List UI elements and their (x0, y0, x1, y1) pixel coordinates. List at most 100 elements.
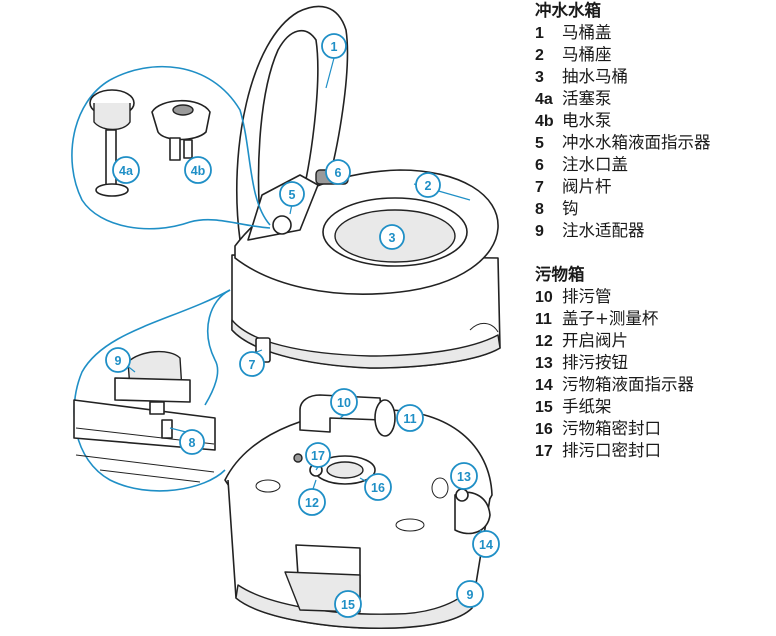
legend-item-label: 活塞泵 (562, 89, 612, 108)
callout-4b: 4b (184, 156, 212, 184)
legend-item-label: 盖子+测量杯 (562, 309, 659, 328)
legend-item-label: 手纸架 (562, 397, 612, 416)
legend-item-number: 9 (535, 223, 544, 240)
callout-12-label: 12 (305, 496, 319, 510)
callout-7: 7 (239, 351, 265, 377)
callout-1: 1 (321, 33, 347, 59)
legend-item-number: 10 (535, 289, 553, 306)
legend-item: 1 马桶盖 (535, 22, 773, 44)
callout-3: 3 (379, 224, 405, 250)
legend-item-label: 阀片杆 (562, 177, 612, 196)
legend-item-number: 7 (535, 179, 544, 196)
legend-item: 13 排污按钮 (535, 352, 773, 374)
legend-waste-tank-title: 污物箱 (535, 265, 585, 284)
legend-item-number: 17 (535, 443, 553, 460)
legend-item-label: 抽水马桶 (562, 67, 628, 86)
legend-item: 15 手纸架 (535, 396, 773, 418)
callout-9-tank: 9 (456, 580, 484, 608)
legend-item: 11 盖子+测量杯 (535, 308, 773, 330)
pump-detail-inset (71, 65, 271, 230)
legend-item-number: 6 (535, 157, 544, 174)
legend-item-number: 14 (535, 377, 553, 394)
legend-item: 9 注水适配器 (535, 220, 773, 242)
legend-item: 6 注水口盖 (535, 154, 773, 176)
callout-13-label: 13 (457, 470, 471, 484)
callout-9-label: 9 (115, 354, 122, 368)
legend-item-label: 污物箱密封口 (562, 419, 661, 438)
legend-item: 4a 活塞泵 (535, 88, 773, 110)
legend-item: 3 抽水马桶 (535, 66, 773, 88)
callout-11-label: 11 (403, 412, 416, 426)
callout-6: 6 (325, 159, 351, 185)
callout-17: 17 (305, 442, 331, 468)
legend-item: 14 污物箱液面指示器 (535, 374, 773, 396)
legend-item-label: 注水口盖 (562, 155, 628, 174)
callout-11: 11 (396, 404, 424, 432)
legend-flush-tank-title: 冲水水箱 (535, 1, 601, 20)
callout-1-label: 1 (331, 40, 338, 54)
legend-item-label: 注水适配器 (562, 221, 645, 240)
parts-legend: 冲水水箱 1 马桶盖 2 马桶座 3 抽水马桶 4a 活塞泵 4b 电水泵 5 冲水水箱液面… (535, 0, 773, 462)
legend-item-label: 电水泵 (562, 111, 612, 130)
callout-13: 13 (450, 462, 478, 490)
legend-item: 2 马桶座 (535, 44, 773, 66)
legend-item: 17 排污口密封口 (535, 440, 773, 462)
legend-item: 12 开启阀片 (535, 330, 773, 352)
legend-item: 16 污物箱密封口 (535, 418, 773, 440)
flush-tank-illustration (231, 5, 501, 369)
legend-item-label: 污物箱液面指示器 (562, 375, 694, 394)
legend-item-number: 8 (535, 201, 544, 218)
legend-item: 10 排污管 (535, 286, 773, 308)
legend-item-label: 排污按钮 (562, 353, 628, 372)
hook-detail-inset (73, 289, 231, 492)
legend-item-label: 马桶盖 (562, 23, 612, 42)
callout-10-label: 10 (337, 396, 351, 410)
legend-item-label: 开启阀片 (562, 331, 628, 350)
callout-2-label: 2 (425, 179, 432, 193)
waste-tank-illustration (224, 394, 493, 630)
callout-2: 2 (415, 172, 441, 198)
callout-16: 16 (364, 473, 392, 501)
callout-14: 14 (472, 530, 500, 558)
legend-item-number: 5 (535, 135, 544, 152)
legend-item-label: 马桶座 (562, 45, 612, 64)
callout-15: 15 (334, 590, 362, 618)
legend-item-number: 16 (535, 421, 553, 438)
legend-item-number: 12 (535, 333, 553, 350)
callout-3-label: 3 (389, 231, 396, 245)
legend-item-number: 3 (535, 69, 544, 86)
callout-16-label: 16 (371, 481, 385, 495)
callout-6-label: 6 (335, 166, 342, 180)
legend-item: 4b 电水泵 (535, 110, 773, 132)
legend-item-number: 11 (535, 311, 552, 328)
callout-10: 10 (330, 388, 358, 416)
callout-4b-label: 4b (191, 164, 206, 178)
legend-item: 5 冲水水箱液面指示器 (535, 132, 773, 154)
callout-7-label: 7 (249, 358, 256, 372)
callout-12: 12 (298, 488, 326, 516)
legend-item-number: 2 (535, 47, 544, 64)
callout-5-label: 5 (289, 188, 296, 202)
legend-item-number: 13 (535, 355, 553, 372)
callout-8: 8 (179, 429, 205, 455)
callout-15-label: 15 (341, 598, 355, 612)
legend-item-number: 4b (535, 113, 554, 130)
callout-4a-label: 4a (119, 164, 134, 178)
legend-item-number: 1 (535, 25, 544, 42)
legend-item: 7 阀片杆 (535, 176, 773, 198)
legend-item-number: 15 (535, 399, 553, 416)
callout-9-adapter: 9 (105, 347, 131, 373)
legend-item-number: 4a (535, 91, 553, 108)
callout-17-label: 17 (311, 449, 325, 463)
callout-9b-label: 9 (467, 588, 474, 602)
legend-item-label: 排污口密封口 (562, 441, 661, 460)
callout-4a: 4a (112, 156, 140, 184)
callout-5: 5 (279, 181, 305, 207)
legend-item-label: 冲水水箱液面指示器 (562, 133, 711, 152)
callout-14-label: 14 (479, 538, 493, 552)
legend-item-label: 排污管 (562, 287, 612, 306)
legend-item-label: 钩 (562, 199, 579, 218)
callout-8-label: 8 (189, 436, 196, 450)
